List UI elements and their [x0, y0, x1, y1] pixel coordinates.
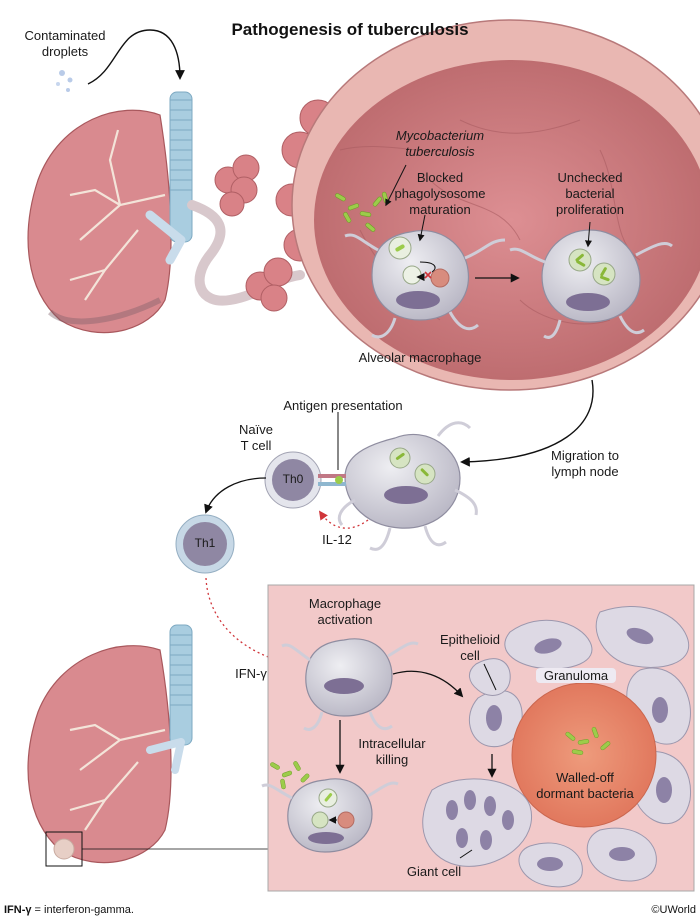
th0-label: Th0	[282, 472, 304, 486]
unchecked-label-line3: proliferation	[556, 202, 624, 217]
killing-label-line2: killing	[375, 752, 409, 767]
walled-off-label-line1: Walled-off	[556, 770, 614, 785]
tcr-mhc-complex	[318, 474, 346, 486]
giant-cell-label: Giant cell	[406, 864, 462, 879]
footnote-abbr: IFN-γ	[4, 904, 32, 916]
droplets-icon	[56, 70, 73, 92]
lung-top	[27, 109, 172, 334]
activation-label-line2: activation	[317, 612, 373, 627]
epithelioid-label-line2: cell	[460, 648, 480, 663]
blocked-label-line1: Blocked	[416, 170, 464, 185]
unchecked-pointer	[584, 221, 592, 248]
unchecked-label-line1: Unchecked	[557, 170, 623, 185]
epithelioid-label-line1: Epithelioid	[440, 632, 500, 647]
antigen-presenting-macrophage	[337, 421, 478, 551]
granuloma-inset	[261, 584, 695, 892]
il12-arrow	[318, 510, 369, 529]
granuloma-label: Granuloma	[536, 668, 616, 683]
blocked-pointer	[417, 214, 426, 242]
differentiation-arrow	[204, 477, 267, 514]
granuloma-lesion-box	[45, 831, 268, 867]
th1-label: Th1	[194, 536, 216, 550]
walled-off-label-line2: dormant bacteria	[536, 786, 634, 801]
alveolar-macrophage-proliferating	[509, 229, 673, 339]
droplets-label-line1: Contaminated	[24, 28, 106, 43]
footnote-definition: = interferon-gamma.	[31, 904, 134, 916]
migration-label-line1: Migration to	[551, 448, 619, 463]
mtb-pointer	[385, 164, 407, 207]
footnote: IFN-γ = interferon-gamma.	[4, 903, 134, 918]
page-title: Pathogenesis of tuberculosis	[231, 20, 469, 39]
unchecked-label-line2: bacterial	[565, 186, 615, 201]
inhalation-arrow	[87, 29, 185, 85]
alveolar-macrophage-blocked	[344, 230, 506, 339]
blocked-label-line3: maturation	[409, 202, 471, 217]
alveolar-macrophage-label: Alveolar macrophage	[358, 350, 482, 365]
droplets-label-line2: droplets	[41, 44, 89, 59]
mtb-label-line2: tuberculosis	[405, 144, 475, 159]
ifn-gamma-label: IFN-γ	[235, 666, 267, 681]
naive-label-line1: Naïve	[239, 422, 273, 437]
antigen-presentation-label: Antigen presentation	[283, 398, 403, 413]
mtb-label-line1: Mycobacterium	[395, 128, 485, 143]
il12-label: IL-12	[322, 532, 352, 547]
migration-arrow	[460, 379, 594, 467]
migration-label-line2: lymph node	[551, 464, 619, 479]
killing-label-line1: Intracellular	[358, 736, 426, 751]
trachea-top	[145, 91, 193, 265]
credit: ©UWorld	[651, 904, 696, 916]
naive-label-line2: T cell	[240, 438, 272, 453]
blocked-label-line2: phagolysosome	[394, 186, 486, 201]
th0-naive-t-cell	[264, 451, 322, 509]
th1-t-cell	[175, 514, 235, 574]
activation-label-line1: Macrophage	[308, 596, 382, 611]
lung-bottom	[27, 624, 193, 864]
